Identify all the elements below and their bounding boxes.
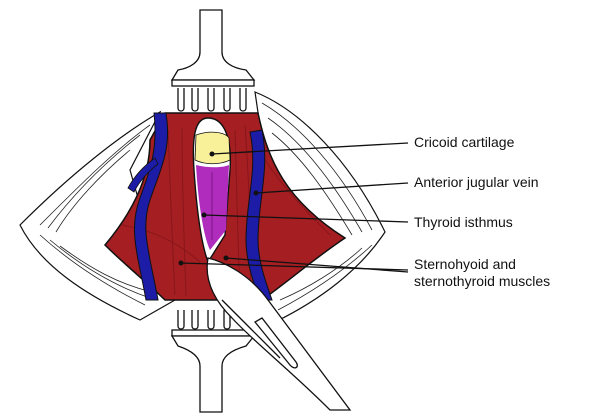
strap-muscles-label-line2: sternothyroid muscles xyxy=(414,273,550,290)
thyroid-isthmus-label: Thyroid isthmus xyxy=(414,214,513,231)
strap-muscles-label-line1: Sternohyoid and xyxy=(414,256,550,273)
cricoid-cartilage-shape xyxy=(195,132,230,164)
strap-muscles-label: Sternohyoid and sternothyroid muscles xyxy=(414,256,550,290)
upper-retractor xyxy=(172,10,254,111)
anterior-jugular-vein-label: Anterior jugular vein xyxy=(414,174,539,191)
cricoid-cartilage-label: Cricoid cartilage xyxy=(414,134,514,151)
